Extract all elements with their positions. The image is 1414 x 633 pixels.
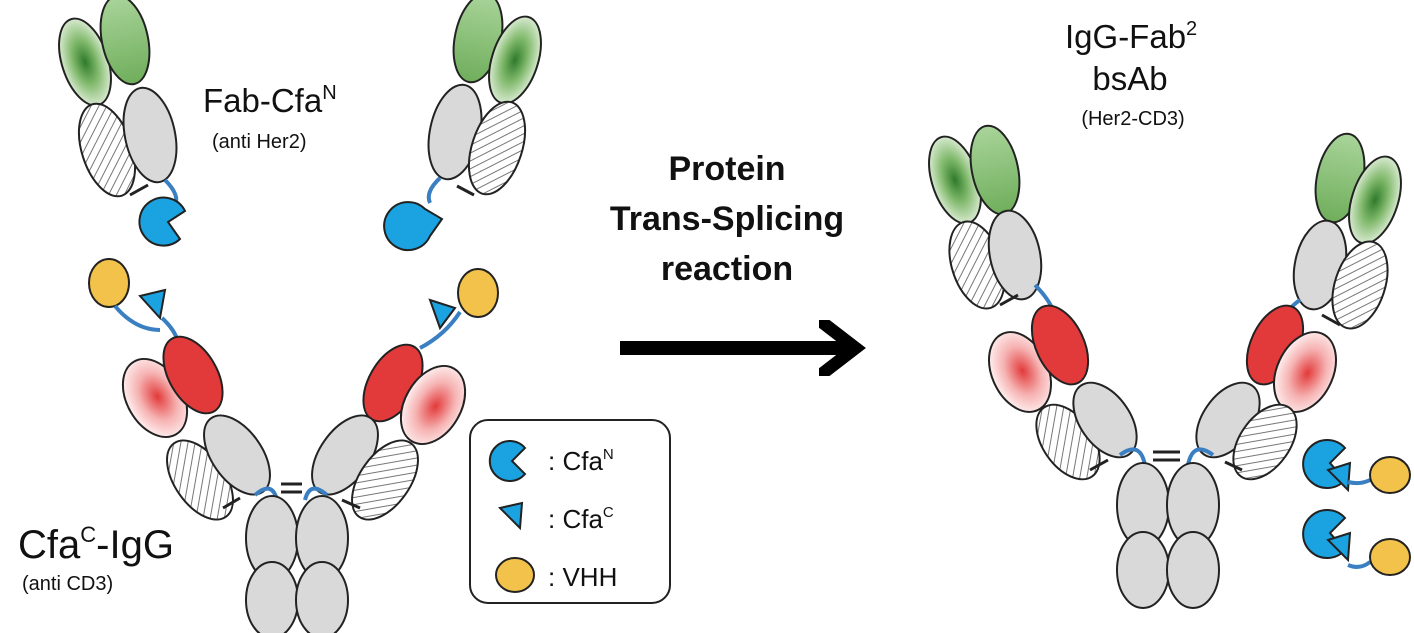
legend-box [469,419,671,604]
linker [419,310,462,350]
cl-domain [351,439,419,521]
vhh-domain [88,258,130,308]
reaction-line1: Protein [668,150,785,188]
product-label: IgG-Fab2 [1065,18,1197,55]
cfac-igg [88,258,499,633]
vh-domain [162,335,224,415]
cfac-igg-label: CfaC-IgG [18,522,174,567]
legend-cfac-icon [498,501,524,531]
fab-cfan-label: Fab-CfaN [203,82,337,119]
disulfide [129,183,149,197]
cfac-igg-sublabel: (anti CD3) [22,573,113,595]
legend-item-cfac: : CfaC [548,504,614,534]
byproduct-2 [1302,509,1411,576]
ch3-domain [295,561,349,633]
disulfide [456,184,475,197]
product-sublabel: (Her2-CD3) [1081,108,1184,130]
fab-cfan-sublabel: (anti Her2) [212,131,306,153]
cfac-domain [428,298,457,331]
legend-cfan-icon [488,440,527,482]
ch1-domain [122,86,178,184]
linker [426,176,442,204]
reaction-line2: Trans-Splicing [610,200,844,238]
legend: : CfaN : CfaC : VHH [469,419,671,604]
vhh-domain [1369,538,1411,576]
ch3-domain [245,561,299,633]
legend-vhh-icon [495,557,535,593]
linker [113,304,161,332]
cfac-domain [138,288,167,321]
fab-cfan-right [383,0,542,252]
byproduct-1 [1302,439,1411,494]
vl-domain [399,365,467,445]
reaction-line3: reaction [661,250,793,288]
vhh-domain [457,268,499,318]
cfan-domain [138,196,187,247]
cl-domain [467,100,527,196]
fab-cfan-left [58,0,187,247]
cfac-domain [1326,461,1352,493]
ch1-domain [203,414,271,496]
igg-fab2-bsab [928,124,1402,609]
vhh-domain [1369,456,1411,494]
vh-domain [99,0,151,86]
legend-item-vhh: : VHH [548,562,617,592]
cfan-domain [383,201,444,252]
legend-item-cfan: : CfaN [548,446,614,476]
cfac-domain [1326,531,1352,563]
hinge [303,486,329,501]
product-label-line2: bsAb [1092,60,1167,97]
